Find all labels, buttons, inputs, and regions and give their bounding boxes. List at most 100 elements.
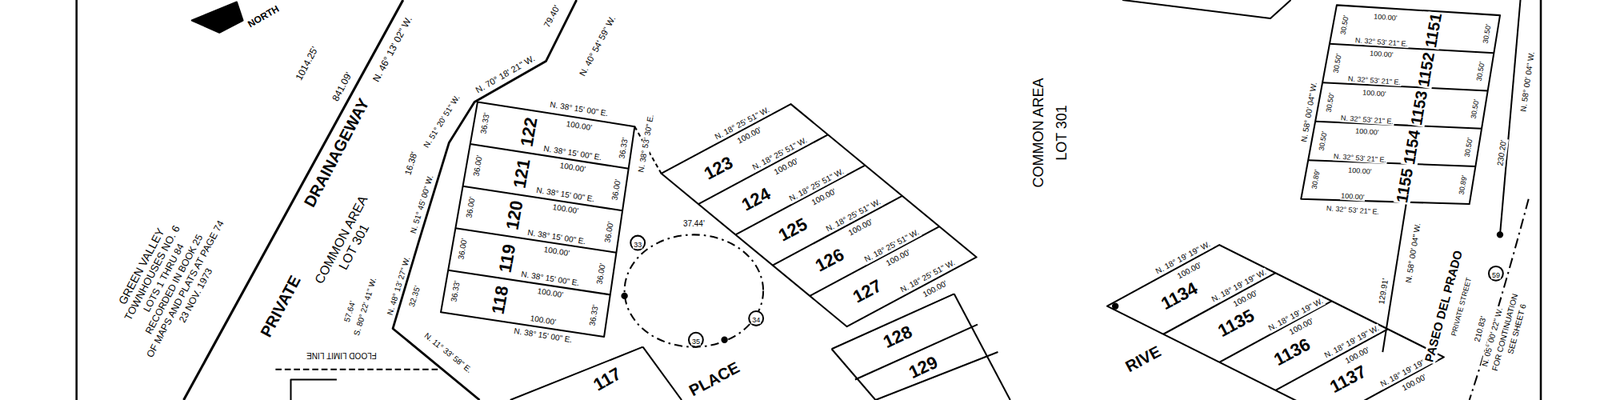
distance-label: 36.33' bbox=[588, 303, 600, 328]
lot-number: 122 bbox=[516, 114, 540, 148]
label-anchor: N. 38° 15' 00" E. bbox=[534, 182, 596, 205]
bearing-label: N. 32° 53' 21" E. bbox=[1340, 114, 1396, 126]
label-anchor: 32.35' bbox=[403, 283, 424, 310]
label-anchor: 30.50' bbox=[1320, 90, 1337, 114]
distance-label: 36.00' bbox=[464, 195, 477, 220]
lot-number: 126 bbox=[811, 244, 848, 276]
label-anchor: N. 58° 00' 04" W. bbox=[1400, 221, 1424, 285]
distance-label: 36.33' bbox=[479, 111, 492, 136]
label-anchor: 30.50' bbox=[1459, 135, 1476, 159]
lot-number: 1155 bbox=[1393, 166, 1417, 205]
label-anchor: 100.00' bbox=[1340, 187, 1366, 203]
label-anchor: 36.00' bbox=[599, 219, 617, 244]
label-anchor: 117 bbox=[589, 364, 625, 396]
distance-label: 100.00' bbox=[1361, 88, 1388, 99]
lot-number: 1137 bbox=[1326, 362, 1371, 398]
distance-label: 129.91' bbox=[1377, 276, 1391, 306]
distance-label: 36.00' bbox=[472, 153, 484, 178]
label-anchor: 1153 bbox=[1408, 88, 1432, 128]
bearing-label: N. 38° 15' 00" E. bbox=[534, 186, 596, 204]
north-label: NORTH bbox=[245, 4, 282, 31]
distance-label: 57.64' bbox=[343, 299, 359, 324]
label-anchor: N. 32° 53' 21" E. bbox=[1325, 200, 1381, 219]
label-anchor: 30.89' bbox=[1452, 172, 1470, 196]
label-anchor: RIVE bbox=[1121, 342, 1164, 376]
distance-label: 30.50' bbox=[1339, 13, 1351, 36]
label-anchor: N. 38° 15' 00" E. bbox=[541, 140, 604, 164]
label-anchor: 129 bbox=[905, 352, 942, 383]
label-anchor: 100.00' bbox=[557, 157, 588, 176]
label-anchor: N. 11° 33' 58" E. bbox=[421, 328, 477, 376]
bearing-label: N. 58° 00' 04" W. bbox=[1404, 221, 1424, 284]
label-anchor: PLACE bbox=[685, 359, 743, 400]
distance-label: 36.33' bbox=[617, 136, 630, 160]
bearing-label: N. 38° 53' 30" E. bbox=[636, 112, 656, 174]
label-anchor: N. 38° 15' 00" E. bbox=[512, 323, 574, 346]
label-anchor: 100.00' bbox=[1347, 161, 1373, 177]
label-anchor: N. 51° 20' 51" W. bbox=[418, 90, 463, 151]
distance-label: 36.00' bbox=[595, 261, 608, 286]
distance-label: 36.00' bbox=[456, 236, 469, 261]
label-anchor: NORTH bbox=[244, 1, 283, 32]
bearing-label: N. 58° 00' 04" W. bbox=[1519, 50, 1536, 113]
distance-label: 30.50' bbox=[1324, 91, 1336, 113]
distance-label: 841.09' bbox=[330, 70, 355, 104]
bearing-label: N. 51° 20' 51" W. bbox=[422, 92, 463, 150]
lot-number: 125 bbox=[775, 214, 812, 246]
label-anchor: 124 bbox=[738, 183, 775, 215]
distance-label: 30.50' bbox=[1317, 130, 1329, 152]
label-anchor: N. 38° 53' 30" E. bbox=[632, 112, 657, 174]
distance-label: 30.50' bbox=[1464, 136, 1476, 158]
label-anchor: 121 bbox=[509, 156, 533, 191]
label-anchor: 36.33' bbox=[445, 278, 464, 304]
street-name: PLACE bbox=[685, 359, 743, 400]
label-anchor: 16.38' bbox=[400, 148, 420, 177]
label-anchor: 35 bbox=[691, 332, 701, 347]
distance-label: 30.89' bbox=[1457, 174, 1469, 196]
distance-label: 210.83' bbox=[1473, 314, 1489, 344]
label-anchor: N. 32° 53' 21" E. bbox=[1332, 148, 1388, 167]
lot-number: 119 bbox=[495, 241, 519, 275]
label-anchor: 1151 bbox=[1422, 11, 1446, 50]
bearing-label: N. 38° 15' 00" E. bbox=[519, 270, 580, 288]
label-anchor: 36.00' bbox=[591, 260, 609, 286]
distance-label: 30.89' bbox=[1310, 168, 1322, 191]
label-anchor: 30.50' bbox=[1477, 22, 1495, 46]
label-anchor: N. 48° 13' 27" W. bbox=[382, 254, 414, 318]
label-anchor: 30.50' bbox=[1464, 97, 1482, 121]
lot-number: 129 bbox=[905, 352, 942, 383]
lot-number: 123 bbox=[700, 152, 736, 184]
label-anchor: 30.50' bbox=[1327, 52, 1344, 76]
distance-label: 16.38' bbox=[403, 150, 420, 178]
distance-label: 36.33' bbox=[449, 279, 462, 304]
label-anchor: FLOOD LIMIT LINE bbox=[305, 350, 378, 364]
bearing-label: N. 32° 53' 21" E. bbox=[1325, 205, 1381, 217]
distance-label: 100.00' bbox=[1347, 166, 1373, 176]
lot-number: 1136 bbox=[1269, 334, 1314, 370]
bearing-label: N. 48° 13' 27" W. bbox=[386, 255, 413, 317]
label-anchor: N. 32° 53' 21" E. bbox=[1340, 109, 1396, 128]
label-anchor: 100.00' bbox=[564, 116, 595, 134]
label-anchor: 36.33' bbox=[475, 111, 493, 136]
label-anchor: 841.09' bbox=[328, 68, 356, 104]
curve-number: 34 bbox=[751, 316, 761, 324]
area-name: LOT 301 bbox=[1053, 104, 1069, 162]
bearing-label: N. 51° 45' 00" W. bbox=[408, 173, 436, 236]
label-anchor: N. 46° 13' 02" W. bbox=[368, 12, 416, 85]
label-anchor: 36.00' bbox=[452, 236, 471, 262]
bearing-label: N. 70° 18' 21" W. bbox=[473, 53, 538, 96]
lot-number: 117 bbox=[589, 364, 625, 396]
lot-number: 120 bbox=[502, 198, 526, 232]
label-anchor: 1154 bbox=[1400, 127, 1424, 166]
label-anchor: 1014.25' bbox=[291, 43, 321, 84]
label-anchor: 36.33' bbox=[584, 302, 602, 328]
label-anchor: 59 bbox=[1491, 266, 1501, 280]
label-anchor: PRIVATE bbox=[256, 272, 304, 341]
label-anchor: N. 70° 18' 21" W. bbox=[472, 50, 538, 96]
bearing-label: N. 46° 13' 02" W. bbox=[370, 14, 415, 85]
lot-number: 1154 bbox=[1400, 127, 1424, 166]
lot-number: 1152 bbox=[1415, 50, 1439, 89]
bearing-label: N. 38° 15' 00" E. bbox=[512, 327, 573, 345]
